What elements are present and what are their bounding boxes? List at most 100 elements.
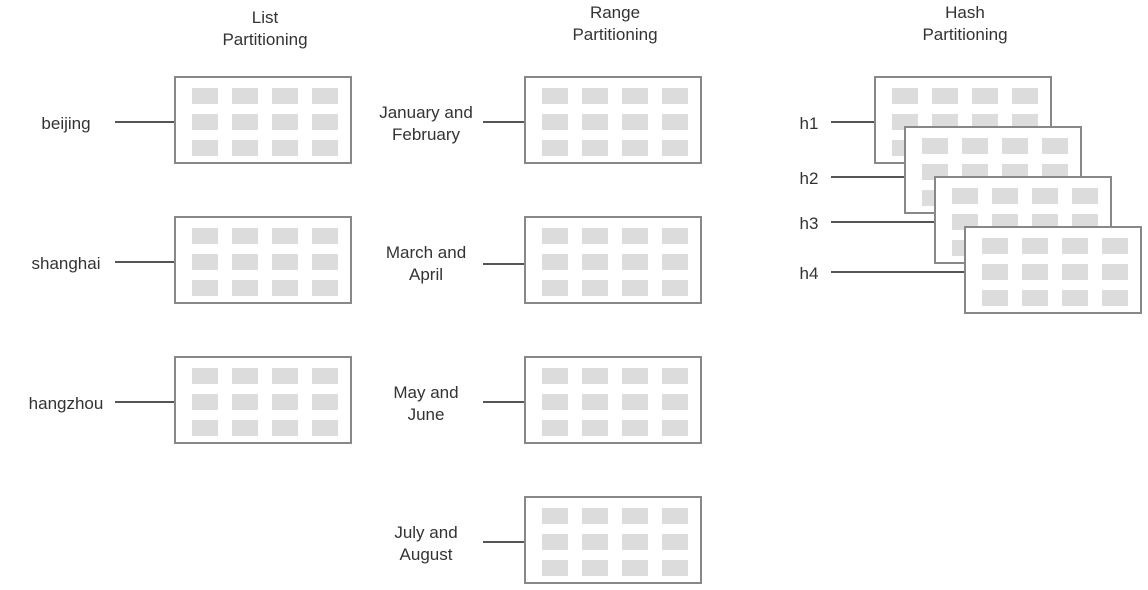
- row-cell: [232, 254, 258, 270]
- row-cell: [312, 254, 338, 270]
- partition-label: beijing: [41, 114, 91, 133]
- row-cell: [622, 114, 648, 130]
- row-cell: [1062, 264, 1088, 280]
- row-cell: [622, 420, 648, 436]
- row-cell: [1002, 138, 1028, 154]
- row-cell: [582, 508, 608, 524]
- row-cell: [662, 560, 688, 576]
- row-cell: [582, 368, 608, 384]
- row-cell: [1022, 264, 1048, 280]
- partition-label: July and August: [366, 522, 486, 566]
- label-line-2: April: [408, 265, 443, 284]
- row-cell: [992, 188, 1018, 204]
- connector-line: [483, 121, 525, 123]
- row-cell: [1022, 238, 1048, 254]
- partition-box: [524, 496, 702, 584]
- connector-line: [831, 221, 935, 223]
- row-cell: [192, 420, 218, 436]
- row-cell: [542, 254, 568, 270]
- row-cell: [542, 228, 568, 244]
- row-cell: [232, 394, 258, 410]
- row-cell: [192, 140, 218, 156]
- row-cell: [542, 88, 568, 104]
- row-cell: [622, 88, 648, 104]
- row-cell: [312, 140, 338, 156]
- partition-label: h1: [799, 114, 819, 133]
- row-cell: [272, 368, 298, 384]
- row-cell: [662, 368, 688, 384]
- row-cell: [1012, 88, 1038, 104]
- row-cell: [1062, 238, 1088, 254]
- connector-line: [483, 263, 525, 265]
- title-line-2: Partitioning: [572, 25, 658, 44]
- row-cell: [582, 140, 608, 156]
- row-cell: [192, 114, 218, 130]
- row-cell: [1032, 188, 1058, 204]
- partition-label: h4: [799, 264, 819, 283]
- list-partitioning-title: List Partitioning: [205, 7, 325, 51]
- row-cell: [962, 138, 988, 154]
- row-cell: [232, 88, 258, 104]
- row-cell: [232, 420, 258, 436]
- partition-box: [524, 76, 702, 164]
- row-cell: [662, 420, 688, 436]
- row-cell: [192, 254, 218, 270]
- row-cell: [662, 394, 688, 410]
- row-cell: [192, 368, 218, 384]
- row-cell: [1102, 238, 1128, 254]
- row-cell: [312, 368, 338, 384]
- row-cell: [192, 88, 218, 104]
- row-cell: [982, 290, 1008, 306]
- row-cell: [982, 264, 1008, 280]
- row-cell: [582, 114, 608, 130]
- row-cell: [192, 280, 218, 296]
- row-cell: [622, 368, 648, 384]
- row-cell: [582, 228, 608, 244]
- row-cell: [312, 280, 338, 296]
- row-cell: [1042, 138, 1068, 154]
- row-cell: [622, 534, 648, 550]
- partition-label: h2: [799, 169, 819, 188]
- row-cell: [272, 140, 298, 156]
- row-cell: [542, 534, 568, 550]
- row-cell: [892, 88, 918, 104]
- row-cell: [232, 114, 258, 130]
- row-cell: [662, 280, 688, 296]
- partition-label: hangzhou: [28, 394, 104, 413]
- row-cell: [272, 280, 298, 296]
- connector-line: [115, 121, 175, 123]
- row-cell: [542, 140, 568, 156]
- row-cell: [622, 394, 648, 410]
- row-cell: [622, 254, 648, 270]
- row-cell: [272, 394, 298, 410]
- row-cell: [582, 280, 608, 296]
- row-cell: [622, 228, 648, 244]
- partition-box: [964, 226, 1142, 314]
- connector-line: [483, 541, 525, 543]
- label-line-2: June: [407, 405, 445, 424]
- label-line-1: January and: [379, 103, 473, 122]
- title-line-1: Range: [589, 3, 641, 22]
- connector-line: [115, 401, 175, 403]
- partition-label: May and June: [366, 382, 486, 426]
- row-cell: [542, 368, 568, 384]
- row-cell: [232, 280, 258, 296]
- label-line-1: July and: [394, 523, 458, 542]
- title-line-1: List: [251, 8, 279, 27]
- connector-line: [831, 176, 905, 178]
- row-cell: [1102, 290, 1128, 306]
- row-cell: [312, 114, 338, 130]
- row-cell: [312, 420, 338, 436]
- row-cell: [622, 280, 648, 296]
- row-cell: [662, 88, 688, 104]
- row-cell: [662, 508, 688, 524]
- row-cell: [662, 140, 688, 156]
- title-line-2: Partitioning: [922, 25, 1008, 44]
- row-cell: [272, 114, 298, 130]
- range-partitioning-title: Range Partitioning: [555, 2, 675, 46]
- connector-line: [115, 261, 175, 263]
- row-cell: [622, 140, 648, 156]
- row-cell: [542, 560, 568, 576]
- connector-line: [483, 401, 525, 403]
- partition-box: [524, 356, 702, 444]
